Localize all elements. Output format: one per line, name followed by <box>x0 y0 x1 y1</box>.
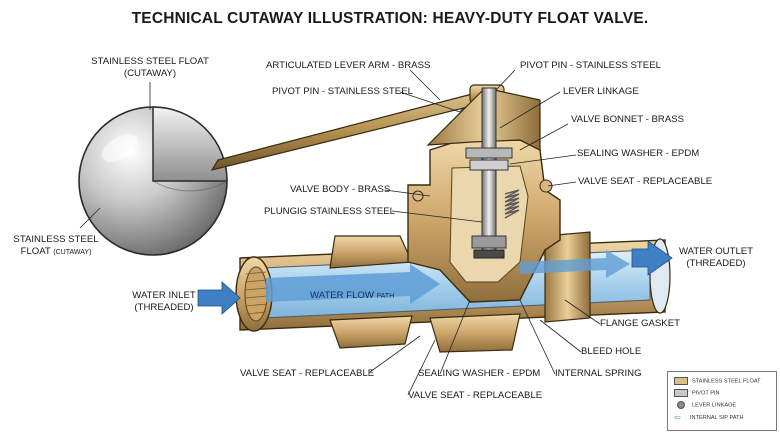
legend-swatch-float <box>674 377 688 385</box>
label-lever-arm: ARTICULATED LEVER ARM - BRASS <box>266 60 431 71</box>
label-lever-linkage: LEVER LINKAGE <box>563 86 639 97</box>
label-bleed-hole: BLEED HOLE <box>581 346 642 357</box>
label-water-inlet-line1: WATER INLET <box>132 290 196 301</box>
water-flow-arrows <box>197 240 673 315</box>
label-internal-spring: INTERNAL SPRING <box>555 368 642 379</box>
legend-swatch-pivot <box>674 389 688 397</box>
label-pivot-pin-top: PIVOT PIN - STAINLESS STEEL <box>520 60 661 71</box>
label-water-inlet-line2: (THREADED) <box>134 301 194 313</box>
label-float-top-line2: (CUTAWAY) <box>123 67 177 79</box>
label-valve-body: VALVE BODY - BRASS <box>290 184 391 195</box>
label-float-top: STAINLESS STEEL FLOAT (CUTAWAY) <box>90 56 210 79</box>
label-valve-bonnet: VALVE BONNET - BRASS <box>571 114 685 125</box>
legend-label-flow: INTERNAL SIP PATH <box>690 414 744 421</box>
label-water-outlet: WATER OUTLET (THREADED) <box>676 246 756 269</box>
label-pivot-pin-left: PIVOT PIN - STAINLESS STEEL <box>272 86 413 97</box>
legend-box: STAINLESS STEEL FLOAT PIVOT PIN LEVER LI… <box>667 371 777 431</box>
label-water-flow-path: PATH <box>376 293 395 300</box>
legend-item-pivot: PIVOT PIN <box>674 389 720 397</box>
label-float-left-line2: FLOAT (CUTAWAY) <box>6 246 106 259</box>
stainless-steel-float <box>78 106 228 256</box>
legend-label-float: STAINLESS STEEL FLOAT <box>692 378 761 385</box>
label-flange-gasket: FLANGE GASKET <box>600 318 680 329</box>
label-valve-seat-right: VALVE SEAT - REPLACEABLE <box>578 176 713 187</box>
label-valve-seat-bottom: VALVE SEAT - REPLACEABLE <box>408 390 543 401</box>
label-water-flow-main: WATER FLOW <box>310 290 374 301</box>
label-water-inlet: WATER INLET (THREADED) <box>128 290 200 313</box>
label-float-top-line1: STAINLESS STEEL FLOAT <box>91 56 209 67</box>
legend-label-pivot: PIVOT PIN <box>692 390 720 397</box>
label-water-outlet-line1: WATER OUTLET <box>678 246 754 257</box>
label-sealing-washer-top: SEALING WASHER - EPDM <box>577 148 700 159</box>
legend-item-linkage: LEVER LINKAGE <box>674 401 736 409</box>
leader-lines <box>79 69 601 396</box>
label-valve-seat-bottom-left: VALVE SEAT - REPLACEABLE <box>240 368 375 379</box>
label-float-left: STAINLESS STEEL FLOAT (CUTAWAY) <box>6 234 106 258</box>
label-float-left-cutaway: (CUTAWAY) <box>53 248 92 256</box>
legend-item-float: STAINLESS STEEL FLOAT <box>674 377 761 385</box>
legend-label-linkage: LEVER LINKAGE <box>692 402 737 409</box>
label-plunger: PLUNGIG STAINLESS STEEL <box>264 206 395 217</box>
plunger-stem <box>465 87 513 259</box>
legend-item-flow: ⇦ INTERNAL SIP PATH <box>674 413 744 422</box>
label-water-outlet-line2: (THREADED) <box>686 257 746 269</box>
label-float-left-float: FLOAT <box>20 245 51 257</box>
diagram-title: TECHNICAL CUTAWAY ILLUSTRATION: HEAVY-DU… <box>131 10 649 27</box>
label-water-flow: WATER FLOW PATH <box>310 290 394 303</box>
label-sealing-washer-bottom: SEALING WASHER - EPDM <box>418 368 541 379</box>
legend-swatch-linkage <box>677 401 685 409</box>
label-float-left-line1: STAINLESS STEEL <box>13 234 99 245</box>
legend-arrow-icon: ⇦ <box>674 413 681 422</box>
internal-spring <box>504 189 520 219</box>
